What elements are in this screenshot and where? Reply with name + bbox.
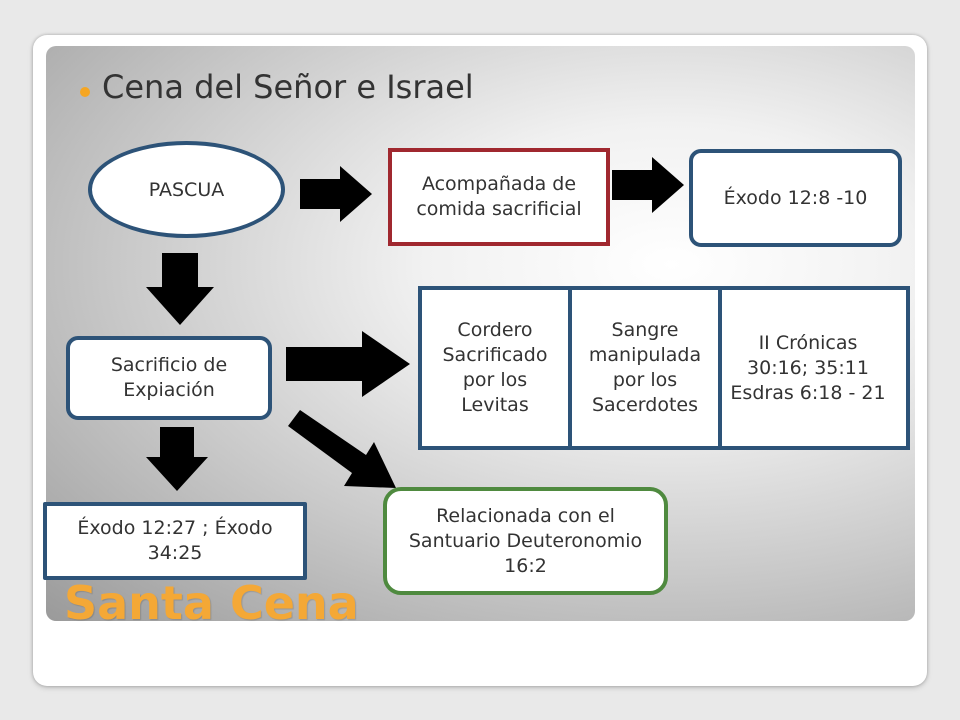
node-sacrificio-label: Sacrificio de Expiación xyxy=(110,354,228,401)
node-acompanada-label: Acompañada de comida sacrificial xyxy=(416,173,582,220)
slide-heading: Cena del Señor e Israel xyxy=(102,68,474,106)
node-sangre: Sangre manipulada por los Sacerdotes xyxy=(570,286,720,450)
node-sangre-label: Sangre manipulada por los Sacerdotes xyxy=(588,319,702,416)
node-exodo-12-27: Éxodo 12:27 ; Éxodo 34:25 xyxy=(43,502,307,580)
node-acompanada: Acompañada de comida sacrificial xyxy=(388,148,610,246)
node-santuario: Relacionada con el Santuario Deuteronomi… xyxy=(383,487,668,595)
node-cordero-label: Cordero Sacrificado por los Levitas xyxy=(442,319,548,416)
node-cordero: Cordero Sacrificado por los Levitas xyxy=(418,286,570,450)
arrow-down-icon xyxy=(146,427,208,491)
node-exodo-12-8-label: Éxodo 12:8 -10 xyxy=(723,186,868,209)
node-exodo-12-27-label: Éxodo 12:27 ; Éxodo 34:25 xyxy=(77,517,273,564)
node-cronicas: II Crónicas 30:16; 35:11 Esdras 6:18 - 2… xyxy=(720,286,910,450)
bullet-icon xyxy=(80,87,90,97)
slide-title: Santa Cena xyxy=(64,576,359,630)
node-pascua: PASCUA xyxy=(88,141,285,238)
node-exodo-12-8: Éxodo 12:8 -10 xyxy=(689,149,902,247)
node-santuario-label: Relacionada con el Santuario Deuteronomi… xyxy=(408,504,643,577)
arrow-right-icon xyxy=(286,331,410,397)
arrow-diagonal-icon xyxy=(288,410,396,488)
node-cronicas-label: II Crónicas 30:16; 35:11 Esdras 6:18 - 2… xyxy=(730,331,886,404)
arrow-right-icon xyxy=(612,157,684,213)
arrow-right-icon xyxy=(300,166,372,222)
node-sacrificio: Sacrificio de Expiación xyxy=(66,336,272,420)
arrow-down-icon xyxy=(146,253,214,325)
